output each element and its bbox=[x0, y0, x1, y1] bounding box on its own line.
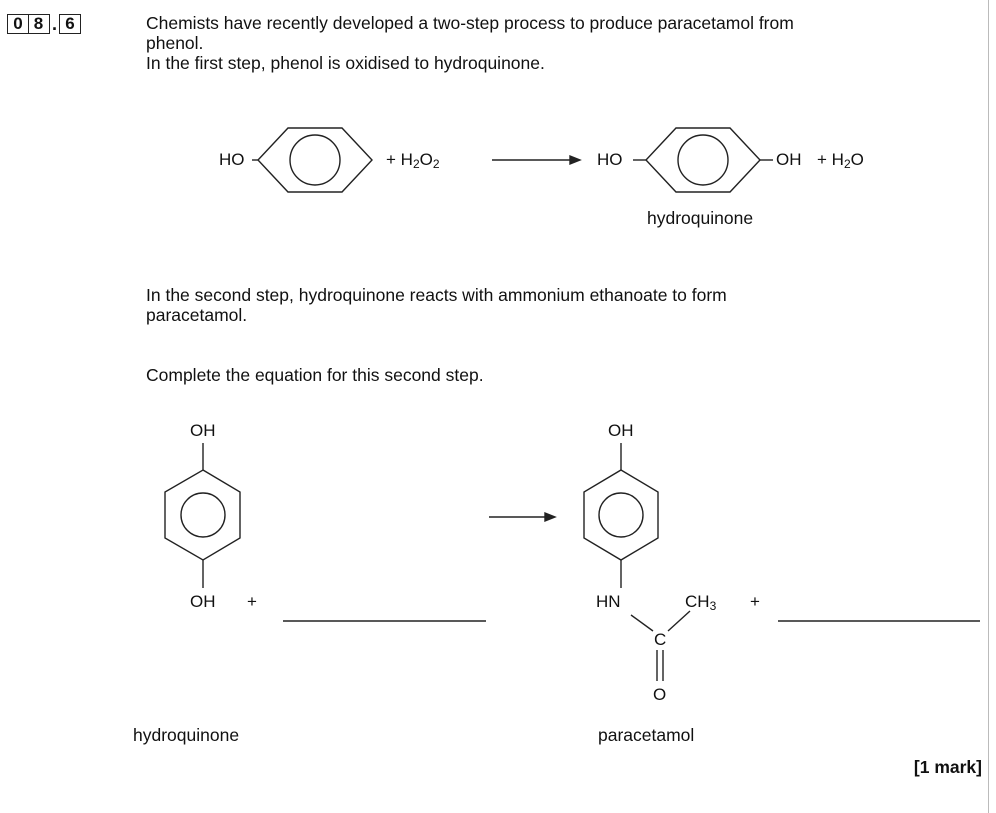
h2o-product: + H2O bbox=[817, 150, 864, 174]
h2o2-h: + H bbox=[386, 150, 413, 169]
carbon-methyl-bond bbox=[667, 610, 691, 632]
h2o-sub: 2 bbox=[843, 157, 851, 171]
step2-line-1: In the second step, hydroquinone reacts … bbox=[146, 285, 727, 305]
instruction-text: Complete the equation for this second st… bbox=[146, 365, 484, 385]
phenol-ring bbox=[257, 127, 373, 193]
reaction-arrow-2 bbox=[489, 511, 557, 523]
reaction-arrow-1 bbox=[492, 154, 582, 166]
h2o-o: O bbox=[850, 150, 864, 169]
hydroquinone-oh-label: OH bbox=[776, 150, 802, 169]
hydroquinone-ring-1 bbox=[645, 127, 761, 193]
h2o2-o: O bbox=[419, 150, 433, 169]
question-number-box-2: 8 bbox=[27, 14, 50, 34]
h2o2-reactant: + H2O2 bbox=[386, 150, 440, 174]
product-methyl-label: CH3 bbox=[685, 592, 716, 616]
h2o2-sub-2: 2 bbox=[432, 157, 440, 171]
product-carbon-label: C bbox=[654, 630, 667, 649]
question-number: 0 8 . 6 bbox=[7, 12, 82, 36]
step1-text: In the first step, phenol is oxidised to… bbox=[146, 53, 545, 73]
h2o2-sub-1: 2 bbox=[412, 157, 420, 171]
product-oxygen-label: O bbox=[653, 685, 667, 704]
hydroquinone-ho-label: HO bbox=[597, 150, 623, 169]
hydroquinone-ring-2 bbox=[164, 469, 241, 561]
product-top-oh: OH bbox=[608, 421, 634, 440]
intro-line-2: phenol. bbox=[146, 33, 204, 53]
product-hn-label: HN bbox=[596, 592, 621, 611]
paracetamol-caption: paracetamol bbox=[598, 725, 695, 745]
methyl-sub: 3 bbox=[709, 599, 717, 613]
phenol-ho-label: HO bbox=[219, 150, 245, 169]
hydroquinone-caption-2: hydroquinone bbox=[133, 725, 240, 745]
reactant-top-oh: OH bbox=[190, 421, 216, 440]
methyl-ch: CH bbox=[685, 592, 710, 611]
intro-paragraph: Chemists have recently developed a two-s… bbox=[146, 13, 976, 73]
step2-paragraph: In the second step, hydroquinone reacts … bbox=[146, 285, 976, 325]
reactant-plus: + bbox=[247, 592, 257, 611]
question-number-box-3: 6 bbox=[59, 14, 82, 34]
h2o-h: + H bbox=[817, 150, 844, 169]
step2-line-2: paracetamol. bbox=[146, 305, 248, 325]
page-right-border bbox=[988, 0, 989, 813]
hydroquinone-caption-1: hydroquinone bbox=[647, 208, 754, 228]
nitrogen-carbon-bond bbox=[630, 614, 654, 632]
reactant-bottom-oh: OH bbox=[190, 592, 216, 611]
paracetamol-ring bbox=[583, 469, 659, 561]
question-number-separator: . bbox=[52, 14, 58, 34]
intro-line-1: Chemists have recently developed a two-s… bbox=[146, 13, 794, 33]
product-plus: + bbox=[750, 592, 760, 611]
marks-label: [1 mark] bbox=[913, 757, 982, 777]
